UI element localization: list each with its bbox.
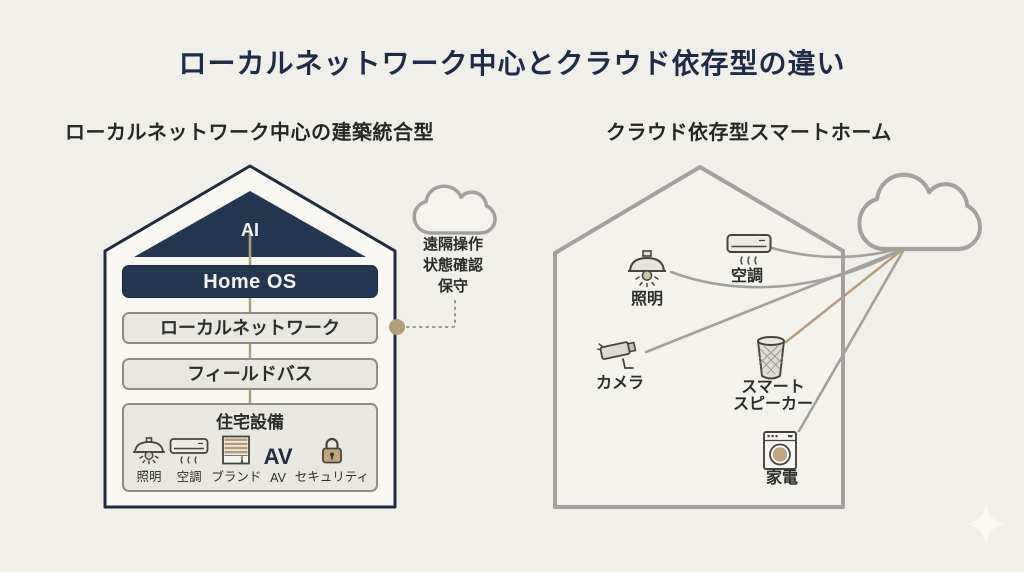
device-label-speaker: スマート スピーカー [723, 379, 823, 413]
left-house-roof [134, 191, 366, 257]
line-light-to-cloud [669, 246, 906, 289]
equipment-label-lighting: 照明 [136, 470, 162, 484]
pendant-light-icon [131, 435, 167, 465]
equipment-label-blinds: ブランド [211, 470, 262, 484]
equipment-item-lighting: 照明 [131, 435, 167, 485]
equipment-label-security: セキュリティ [294, 470, 369, 484]
padlock-icon [319, 435, 345, 465]
security-camera-icon [596, 338, 644, 379]
left-section-heading: ローカルネットワーク中心の建築統合型 [65, 122, 434, 144]
big-cloud-icon [857, 172, 982, 252]
right-section-heading: クラウド依存型スマートホーム [606, 122, 892, 144]
fieldbus-bar: フィールドバス [122, 358, 378, 390]
equipment-row: 照明 空調 [124, 433, 376, 485]
av-text-icon: AV [263, 444, 293, 469]
network-connection-dot [389, 319, 405, 335]
equipment-title: 住宅設備 [216, 413, 284, 432]
remote-caption-line-2: 状態確認 [422, 257, 483, 274]
air-conditioner-icon [726, 233, 772, 272]
ai-roof-label: AI [241, 220, 259, 240]
remote-caption-line-1: 遠隔操作 [422, 236, 483, 253]
local-network-bar: ローカルネットワーク [122, 312, 378, 344]
device-label-speaker-line2: スピーカー [732, 396, 813, 413]
device-label-aircon: 空調 [730, 268, 763, 285]
equipment-item-security: セキュリティ [295, 435, 369, 485]
device-label-light: 照明 [630, 291, 663, 308]
pendant-light-icon [626, 250, 668, 295]
equipment-label-aircon: 空調 [176, 470, 202, 484]
washing-machine-icon [762, 430, 798, 476]
line-appliance-to-cloud [797, 249, 905, 433]
device-label-appliance: 家電 [765, 470, 798, 487]
equipment-item-blinds: ブランド [211, 435, 261, 485]
remote-services-caption: 遠隔操作 状態確認 保守 [399, 234, 507, 297]
equipment-box: 住宅設備 [122, 403, 378, 492]
home-os-bar: Home OS [122, 265, 378, 298]
right-house-outline [553, 165, 845, 509]
blinds-icon [221, 435, 251, 465]
line-speaker-to-cloud [784, 248, 904, 344]
air-conditioner-icon [169, 435, 209, 465]
equipment-item-av: AV AV [264, 440, 293, 485]
remote-caption-line-3: 保守 [437, 278, 468, 295]
smart-speaker-icon [752, 334, 790, 387]
page-title: ローカルネットワーク中心とクラウド依存型の違い [178, 48, 846, 79]
sparkle-decoration [967, 503, 1005, 545]
equipment-item-aircon: 空調 [169, 435, 209, 485]
small-cloud-icon [412, 184, 497, 235]
line-camera-to-cloud [644, 247, 906, 354]
equipment-label-av: AV [270, 471, 286, 485]
device-label-camera: カメラ [595, 375, 644, 392]
device-label-speaker-line1: スマート [741, 379, 805, 396]
remote-connection-dotted-line [405, 300, 456, 328]
